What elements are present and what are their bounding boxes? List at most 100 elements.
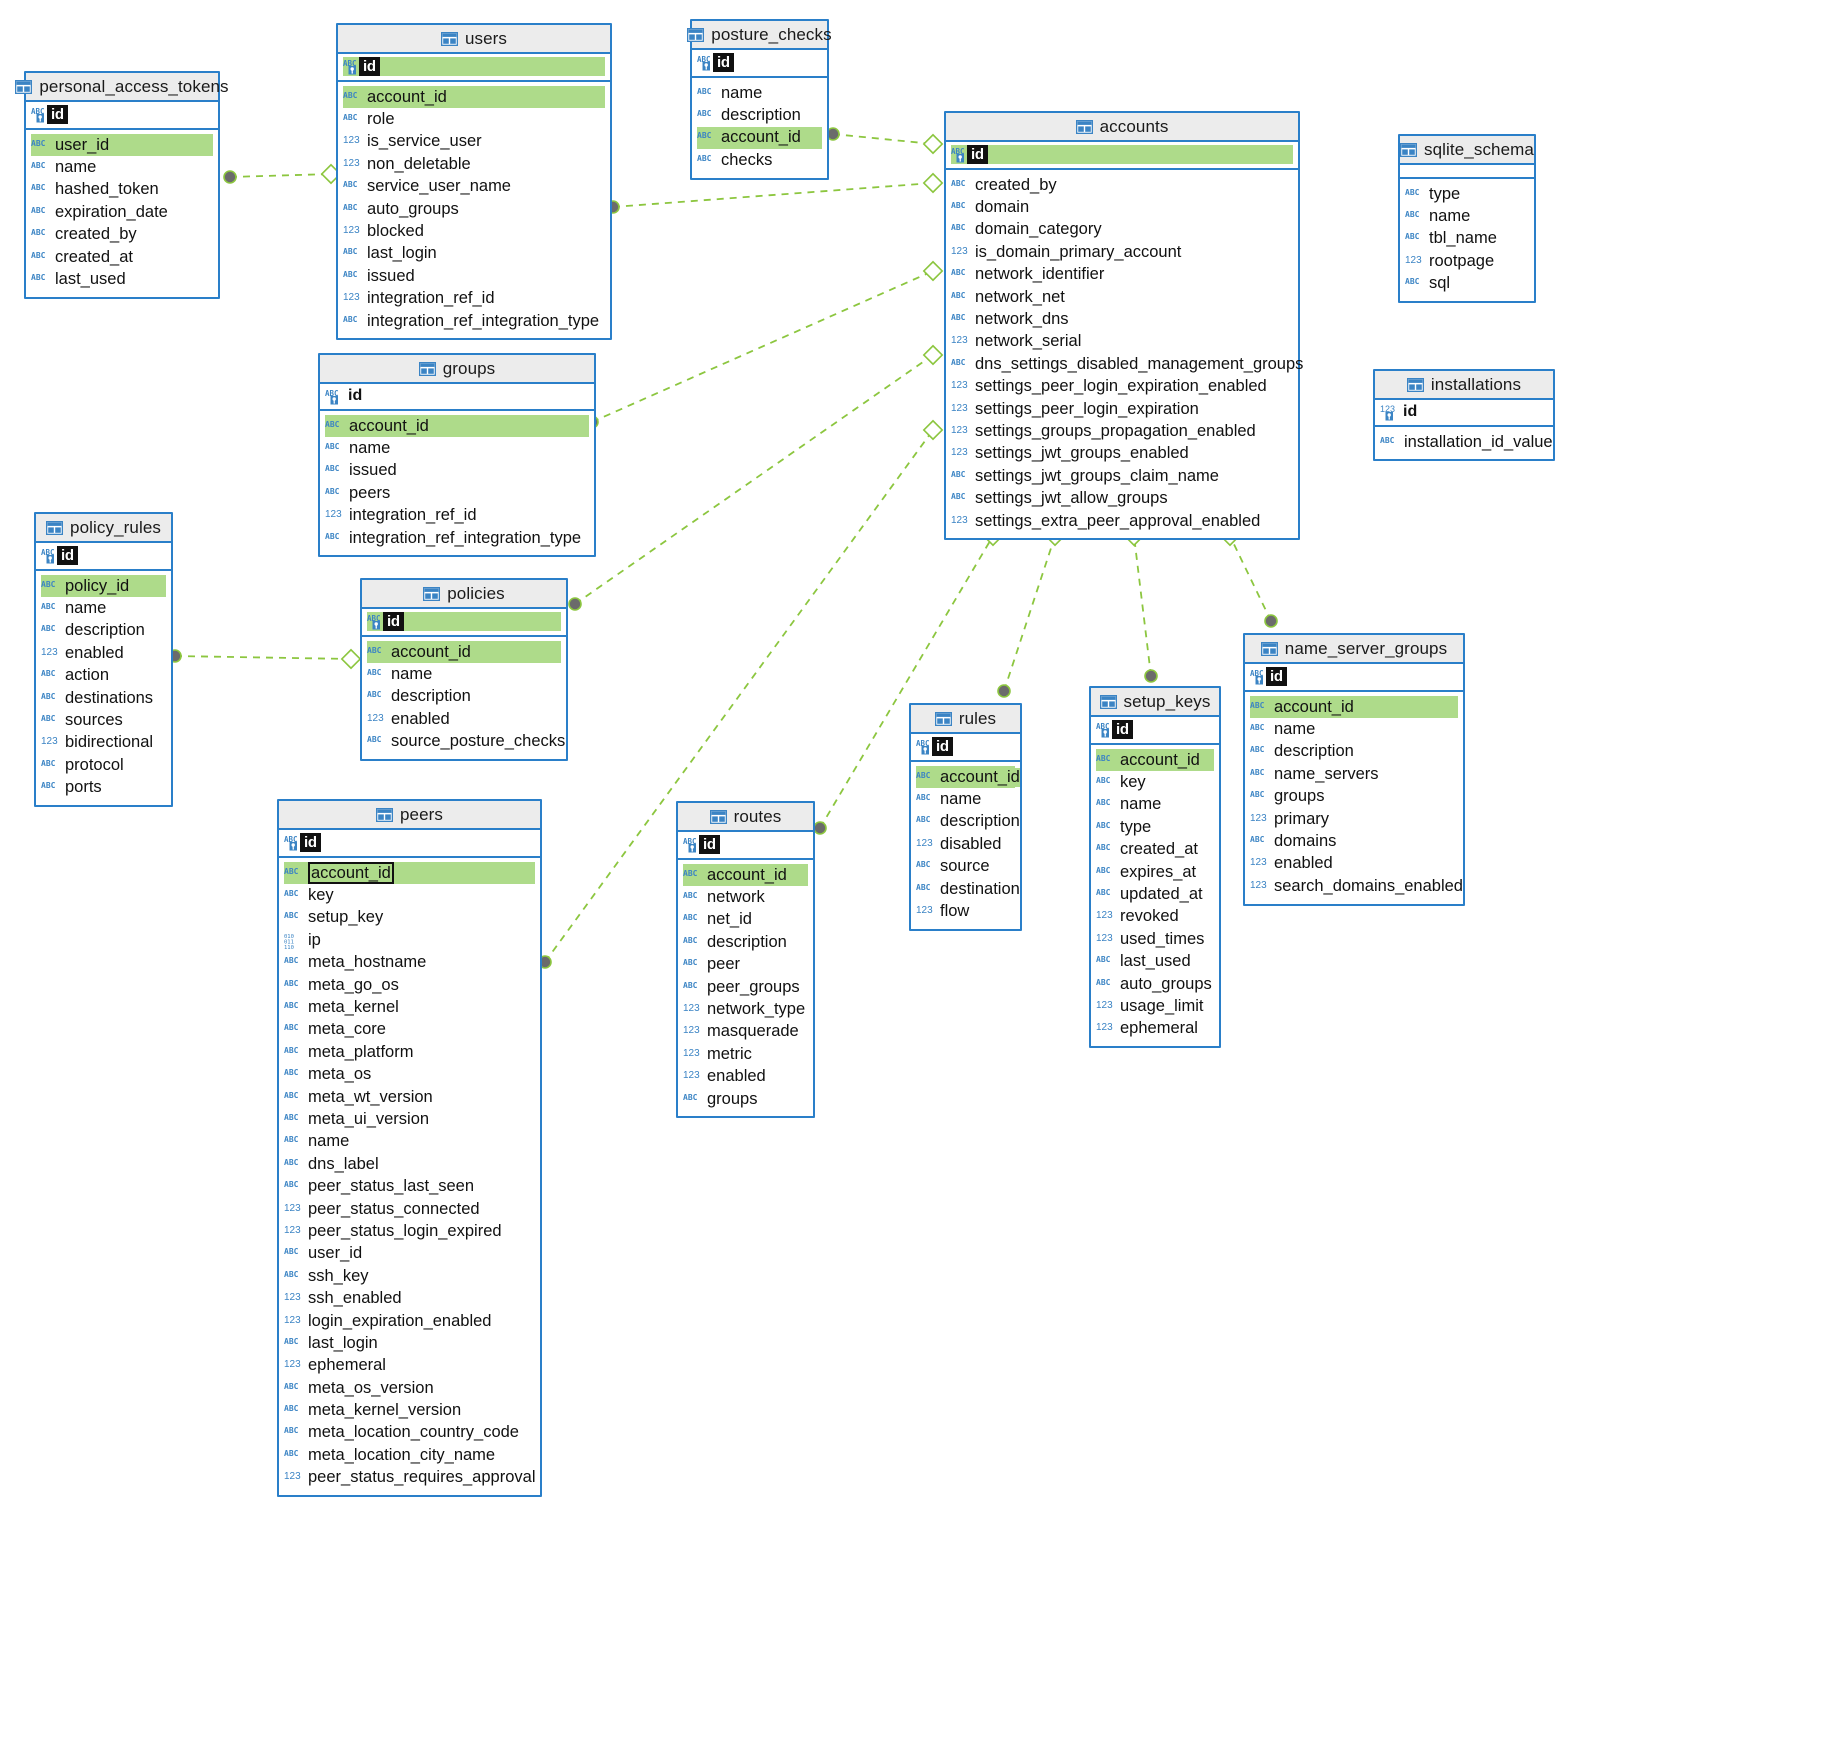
table-header-policies[interactable]: policies <box>362 580 566 609</box>
table-header-personal_access_tokens[interactable]: personal_access_tokens <box>15 73 229 102</box>
table-header-routes[interactable]: routes <box>678 803 813 832</box>
table-header-groups[interactable]: groups <box>320 355 594 384</box>
table-header-rules[interactable]: rules <box>911 705 1020 734</box>
table-header-policy_rules[interactable]: policy_rules <box>36 514 171 543</box>
table-header-setup_keys[interactable]: setup_keys <box>1091 688 1219 717</box>
table-header-posture_checks[interactable]: posture_checks <box>687 21 832 50</box>
table-header-sqlite_schema[interactable]: sqlite_schema <box>1400 136 1534 165</box>
